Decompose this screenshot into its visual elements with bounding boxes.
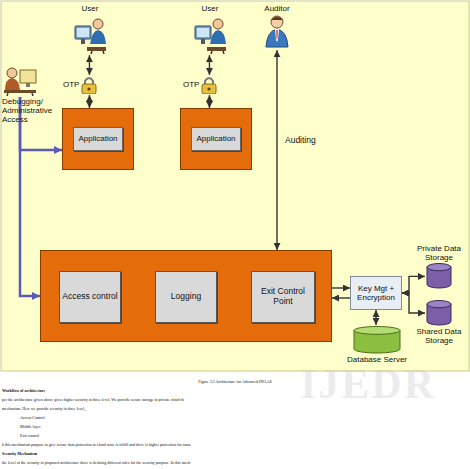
logging-box: Logging	[155, 271, 217, 323]
application-box: Application	[180, 108, 252, 170]
connector-arrow	[89, 95, 90, 108]
list-item: Exit control	[0, 431, 470, 440]
user-actor: User	[190, 4, 230, 54]
edge-label: Auditing	[285, 136, 316, 146]
node-label: User	[202, 4, 219, 13]
person-icon	[262, 14, 292, 48]
storage-cylinder	[426, 300, 452, 326]
section-heading: Security Mechanism	[0, 449, 470, 458]
node-label: Key Mgt + Encryption	[353, 284, 399, 302]
person-icon	[2, 64, 38, 96]
list-item: Access Control	[0, 413, 470, 422]
node-label: OTP	[183, 80, 199, 89]
user-actor: User	[70, 4, 110, 54]
connector-arrow	[276, 50, 277, 250]
storage-cylinder	[353, 326, 401, 354]
connector-arrow	[209, 55, 210, 75]
connector-arrow	[89, 55, 90, 75]
database-server: Database Server	[345, 326, 409, 364]
person-icon	[73, 14, 107, 54]
list-item: Middle layer	[0, 422, 470, 431]
node-label: Logging	[171, 292, 201, 302]
access-control-box: Access control	[59, 271, 121, 323]
otp-lock: OTP	[183, 76, 223, 94]
connector-arrow	[332, 287, 350, 288]
diagram-panel	[1, 1, 469, 371]
body-text: the level of the security in proposed ar…	[0, 458, 470, 467]
node-label: Access control	[62, 292, 117, 302]
node-label: Debugging/ Administrative Access	[2, 97, 60, 125]
shared-storage: Shared Data Storage	[412, 300, 466, 345]
connector-arrow	[402, 276, 425, 293]
storage-cylinder	[426, 263, 452, 289]
node-label: Auditor	[264, 4, 289, 13]
connector-arrow	[375, 310, 376, 325]
node-label: Exit Control Point	[254, 287, 312, 307]
connector-arrow	[332, 297, 350, 298]
body-text: h this mechanism purpose to give secure …	[0, 440, 470, 449]
person-icon	[193, 14, 227, 54]
node-label: User	[82, 4, 99, 13]
node-label: Application	[191, 127, 240, 150]
node-label: Shared Data Storage	[412, 327, 466, 345]
connector-arrow	[209, 95, 210, 108]
exit-control-box: Exit Control Point	[251, 271, 315, 323]
node-label: Application	[73, 127, 122, 150]
key-management-box: Key Mgt + Encryption	[350, 276, 402, 310]
admin-actor: Debugging/ Administrative Access	[2, 64, 60, 125]
otp-lock: OTP	[63, 76, 103, 94]
watermark: IJEDR	[300, 360, 436, 408]
middle-layer-box: Access control Logging Exit Control Point	[40, 250, 332, 342]
node-label: OTP	[63, 80, 79, 89]
connector-arrow	[20, 97, 40, 296]
lock-icon	[81, 76, 97, 94]
auditor-actor: Auditor	[255, 4, 299, 48]
connector-arrow	[402, 293, 425, 313]
application-box: Application	[62, 108, 134, 170]
lock-icon	[201, 76, 217, 94]
private-storage: Private Data Storage	[412, 244, 466, 289]
node-label: Private Data Storage	[412, 244, 466, 262]
